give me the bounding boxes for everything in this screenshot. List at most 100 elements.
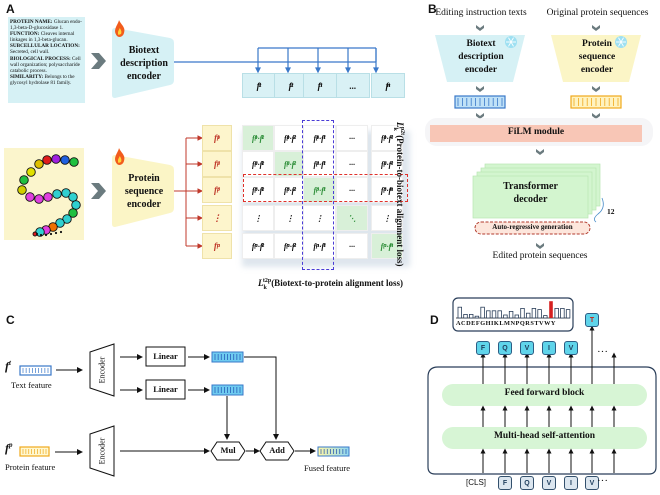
output-ellipsis: ··· [597, 346, 608, 358]
linear-box-1 [145, 346, 186, 367]
protein-beads-illustration [17, 154, 81, 237]
symbol-sup: p [9, 441, 13, 449]
input-token: I [564, 476, 578, 490]
matrix-cell: ··· [336, 151, 368, 177]
description-line: BIOLOGICAL PROCESS: Cell wall organizati… [10, 56, 83, 74]
b-text-encoder-label: Biotext description encoder [438, 38, 524, 77]
transformer-decoder-label: Transformer decoder [473, 180, 588, 206]
protein-feature-vector [570, 95, 622, 109]
gamma-vector [211, 351, 244, 363]
amino-acid-bead [34, 194, 44, 204]
panel-a-label: A [6, 2, 15, 16]
probability-bar-K [503, 314, 508, 319]
biotext-encoder-label: Biotext description encoder [115, 44, 173, 83]
amino-acid-bead [51, 154, 61, 164]
loss-sub: k [392, 127, 399, 131]
autoregressive-label: Auto-regressive generation [492, 223, 573, 231]
decoder-count: 12 [607, 207, 615, 216]
arrow-head [197, 188, 204, 194]
chevron-down-icon [476, 25, 600, 249]
description-line: PROTEIN NAME: Glucan endo-1,3-beta-D-glu… [10, 19, 83, 31]
add-label: Add [269, 445, 285, 455]
arrow-head [197, 243, 204, 249]
text-feature-vector [454, 95, 506, 109]
probability-bar-R [537, 309, 542, 319]
description-key: SIMILARITY: [10, 73, 44, 80]
feed-forward-block [442, 384, 647, 406]
protein-encoder-shape [89, 425, 115, 477]
description-value: Cleaves internal linkages in 1,3-beta-gl… [10, 31, 75, 44]
output-token: I [542, 341, 556, 355]
loss-text: (Biotext-to-protein alignment loss) [271, 278, 404, 288]
encoder-frame [427, 366, 657, 475]
edited-protein-output-label: Edited protein sequences [492, 251, 588, 261]
column-highlight [302, 120, 334, 270]
linear-label-1: Linear [153, 351, 178, 361]
text-feature-label: Text feature [11, 380, 52, 390]
encoder-line: Biotext [128, 45, 160, 56]
snowflake-icon [505, 36, 517, 48]
amino-acid-bead [69, 157, 79, 167]
amino-acid-bead [68, 192, 78, 202]
trailing-dot [54, 231, 58, 235]
row-highlight [243, 174, 408, 202]
probability-bar-Y [565, 309, 571, 319]
protein-feature-vector [19, 446, 50, 457]
description-line: FUNCTION: Cleaves internal linkages in 1… [10, 31, 83, 43]
encoder-line: Protein [128, 173, 160, 184]
panel-d-label: D [430, 313, 439, 327]
feed-forward-label: Feed forward block [504, 388, 585, 398]
amino-acid-bead [60, 155, 70, 165]
probability-bar-C [463, 313, 468, 319]
input-token: F [498, 476, 512, 490]
trailing-dot [39, 233, 43, 237]
b-protein-encoder-label: Protein sequence encoder [554, 38, 640, 77]
encoder-line: Biotext [466, 39, 496, 49]
protein-to-biotext-loss: Lkp2t(Protein-to-biotext alignment loss) [392, 122, 405, 267]
loss-text: (Protein-to-biotext alignment loss) [395, 135, 405, 267]
encoder-line: sequence [578, 52, 616, 62]
encoder-line: description [458, 52, 504, 62]
symbol-f: f [5, 359, 9, 373]
linear-box-2 [145, 379, 186, 400]
amino-acid-bead [34, 159, 44, 169]
matrix-cell: ··· [336, 177, 368, 203]
chevron-right-icon [91, 183, 106, 199]
arrow-head [197, 161, 204, 167]
panel-b-label: B [428, 2, 437, 16]
text-encoder-shape [89, 343, 115, 397]
protein-encoder-label: Encoder [97, 437, 107, 465]
decoder-line: Transformer [503, 181, 558, 192]
probability-bar-E [474, 315, 480, 319]
loss-symbol: L [258, 278, 264, 288]
probability-bar-V [554, 307, 559, 319]
probability-bar-F [480, 306, 485, 319]
encoder-line: encoder [580, 65, 614, 75]
arrow-head [197, 135, 204, 141]
flame-icon [115, 20, 125, 37]
probability-bar-G [486, 310, 491, 319]
arrow-head [373, 67, 379, 74]
matrix-cell: ··· [336, 125, 368, 151]
protein-description-box: PROTEIN NAME: Glucan endo-1,3-beta-D-glu… [8, 17, 85, 103]
editing-text-input-label: Editing instruction texts [435, 8, 527, 18]
protein-encoder-label: Protein sequence encoder [115, 172, 173, 211]
arrow-head [345, 67, 351, 74]
text-feature-vector [19, 365, 52, 376]
symbol-sup: t [9, 359, 11, 367]
description-value: Belongs to the glycosyl hydrolase 81 fam… [10, 73, 75, 86]
protein-structure-image [4, 148, 84, 240]
original-protein-input-label: Original protein sequences [546, 8, 649, 18]
encoder-line: encoder [464, 65, 498, 75]
amino-acid-bead [61, 188, 71, 198]
amino-acid-bead [62, 214, 72, 224]
